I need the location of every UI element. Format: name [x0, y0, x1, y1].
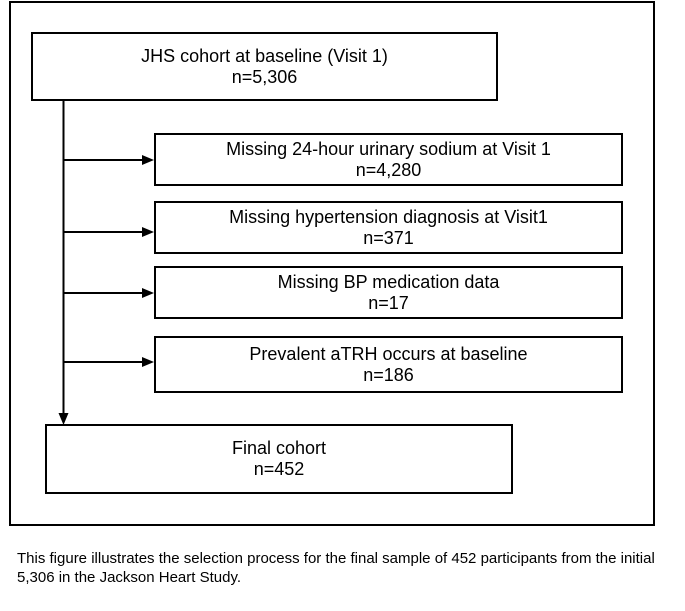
box-jhs-cohort-baseline: JHS cohort at baseline (Visit 1) n=5,306: [31, 32, 498, 101]
box-label: Prevalent aTRH occurs at baseline: [249, 343, 528, 364]
box-missing-hypertension-diagnosis: Missing hypertension diagnosis at Visit1…: [154, 201, 623, 254]
box-count: n=17: [368, 292, 409, 313]
box-count: n=371: [363, 227, 414, 248]
box-prevalent-atrh: Prevalent aTRH occurs at baseline n=186: [154, 336, 623, 393]
box-final-cohort: Final cohort n=452: [45, 424, 513, 494]
box-count: n=186: [363, 364, 414, 385]
box-count: n=4,280: [355, 159, 422, 180]
box-label: JHS cohort at baseline (Visit 1): [141, 45, 388, 66]
box-label: Missing 24-hour urinary sodium at Visit …: [226, 138, 551, 159]
box-missing-urinary-sodium: Missing 24-hour urinary sodium at Visit …: [154, 133, 623, 186]
figure-caption: This figure illustrates the selection pr…: [17, 550, 655, 586]
box-label: Missing BP medication data: [277, 271, 500, 292]
box-count: n=452: [253, 459, 305, 479]
box-count: n=5,306: [231, 66, 298, 87]
box-label: Missing hypertension diagnosis at Visit1: [229, 206, 548, 227]
box-label: Final cohort: [231, 438, 327, 458]
box-missing-bp-medication: Missing BP medication data n=17: [154, 266, 623, 319]
